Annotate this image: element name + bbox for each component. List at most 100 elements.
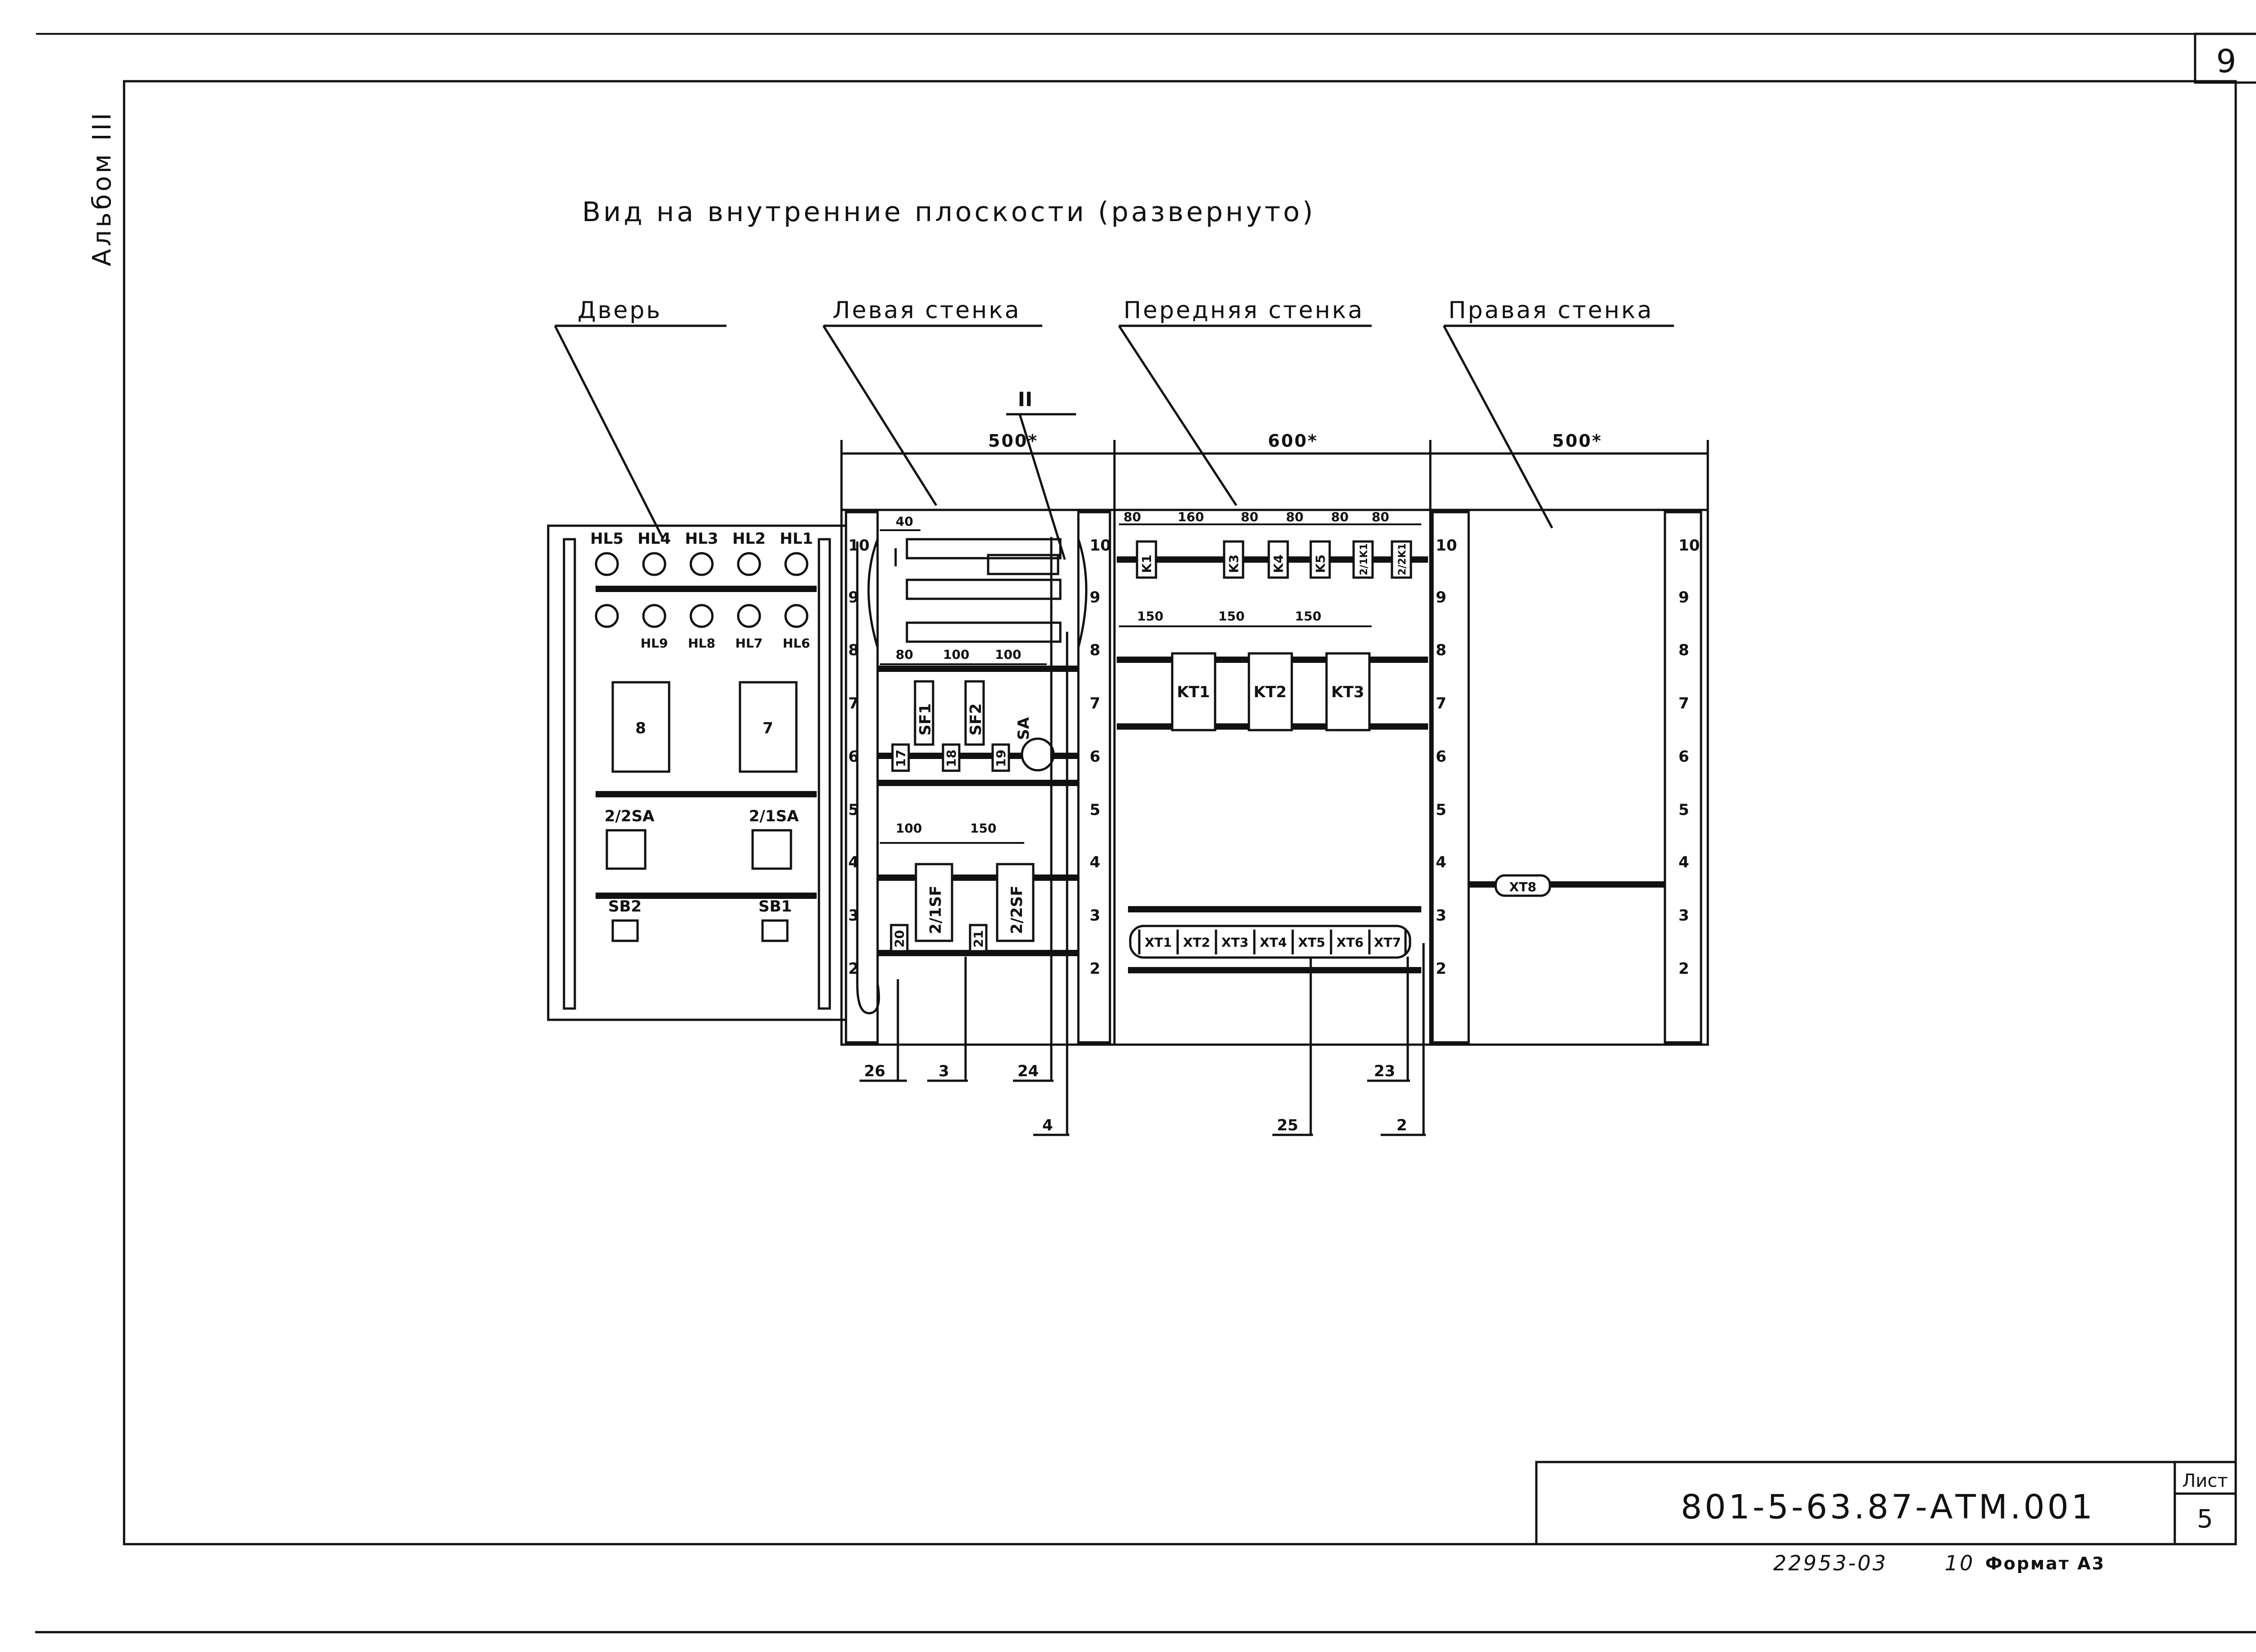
- door-block-7: [739, 681, 798, 773]
- terminal-xt1: XT1: [1145, 935, 1172, 950]
- terminal-20-label: 20: [892, 930, 907, 948]
- relay-k3: [1223, 540, 1244, 579]
- lamp-icon: [689, 552, 714, 576]
- scale-labels: 10 9 8 7 6 5 4 3 2 10 9 8 7 6 5 4 3 2 10…: [848, 537, 1700, 978]
- dim-left-row3-a: 100: [896, 821, 922, 836]
- scale-label: 2: [848, 960, 859, 978]
- timer-kt1: [1171, 652, 1216, 731]
- switch-label-2-2sa: 2/2SA: [605, 807, 655, 825]
- scale-label: 2: [1436, 960, 1447, 978]
- page-number: 9: [2216, 43, 2237, 80]
- scale-label: 5: [1090, 801, 1100, 819]
- dim-left-row2-c: 100: [995, 647, 1021, 662]
- left-wall-panel: [840, 509, 1116, 1046]
- heading-front-wall: Передняя стенка: [1123, 297, 1364, 324]
- dim-front-wall: 600*: [1268, 431, 1318, 451]
- breaker-sf2-label: SF2: [967, 703, 985, 736]
- lamp-label: HL2: [732, 530, 766, 548]
- scale-label: 8: [1678, 641, 1689, 659]
- scale-label: 4: [848, 853, 859, 871]
- timer-kt2: [1248, 652, 1293, 731]
- terminal-21-label: 21: [971, 930, 986, 948]
- scale-label: 4: [1436, 853, 1447, 871]
- dim-left-top: 40: [896, 514, 913, 529]
- terminal-18: [942, 743, 961, 772]
- timer-kt3-label: KT3: [1331, 683, 1364, 701]
- lamp-icon: [737, 604, 761, 628]
- relay-k5-label: K5: [1313, 555, 1328, 573]
- terminal-xt3: XT3: [1221, 935, 1248, 950]
- relay-2-2k1: [1391, 540, 1412, 579]
- detail-mark: II: [1018, 388, 1033, 411]
- relay-k1: [1136, 540, 1157, 579]
- terminal-xt2: XT2: [1183, 935, 1210, 950]
- scale-label: 3: [1436, 907, 1447, 925]
- callout-2: 2: [1396, 1116, 1407, 1134]
- heading-door: Дверь: [578, 297, 662, 324]
- breaker-2-1sf-label: 2/1SF: [927, 886, 945, 934]
- lamp-icon: [784, 552, 809, 576]
- dim-left-row3-b: 150: [970, 821, 996, 836]
- device-strip: [987, 554, 1059, 575]
- terminal-18-label: 18: [944, 750, 959, 767]
- scale-label: 3: [1678, 907, 1689, 925]
- device-strip: [906, 621, 1062, 643]
- door-hinge-rail-left: [563, 538, 576, 1010]
- scale-label: 10: [848, 537, 869, 555]
- relay-k4: [1267, 540, 1289, 579]
- lamp-icon: [642, 552, 666, 576]
- lamp-label: HL3: [685, 530, 718, 548]
- timer-kt2-label: KT2: [1253, 683, 1286, 701]
- scale-label: 10: [1436, 537, 1457, 555]
- door-block-8: [611, 681, 670, 773]
- breaker-2-2sf-label: 2/2SF: [1008, 886, 1026, 934]
- scale-strip: [1664, 511, 1702, 1044]
- callouts: 26 3 24 4 25 2 23: [860, 537, 1426, 1136]
- dim-left-row2-a: 80: [896, 647, 913, 662]
- scale-label: 6: [1090, 748, 1100, 766]
- terminal-xt8-label: XT8: [1509, 879, 1536, 894]
- leader-left-wall: [822, 325, 938, 506]
- terminal-xt8: [1494, 874, 1551, 897]
- terminal-xt7: XT7: [1374, 935, 1401, 950]
- sheet-label: Лист: [2182, 1471, 2228, 1491]
- scale-label: 5: [848, 801, 859, 819]
- lamp-label: HL5: [590, 530, 624, 548]
- door-lamps: [595, 552, 809, 628]
- relay-k1-label: K1: [1139, 555, 1154, 573]
- scale-label: 4: [1678, 853, 1689, 871]
- copy-number: 10: [1945, 1551, 1975, 1575]
- scale-label: 6: [848, 748, 859, 766]
- terminal-xt6: XT6: [1336, 935, 1364, 950]
- scale-label: 7: [848, 694, 859, 713]
- leader-front-wall: [1118, 325, 1238, 506]
- paper-format: Формат А3: [1985, 1554, 2105, 1573]
- scale-label: 7: [1090, 694, 1100, 713]
- device-strip: [906, 578, 1062, 600]
- scale-label: 9: [1678, 588, 1689, 606]
- terminal-20: [890, 924, 909, 953]
- scale-label: 5: [1678, 801, 1689, 819]
- relay-k4-label: K4: [1271, 555, 1286, 573]
- callout-26: 26: [864, 1062, 885, 1080]
- dim-front-mid-b: 150: [1218, 609, 1244, 624]
- door-block-8-label: 8: [635, 719, 646, 737]
- switch-sa: [1021, 737, 1055, 772]
- button-sb1: [761, 919, 789, 942]
- dim-front-top-c: 80: [1241, 509, 1258, 524]
- scale-label: 9: [848, 588, 859, 606]
- terminal-17: [891, 743, 910, 772]
- button-label-sb2: SB2: [608, 898, 642, 916]
- dim-front-top-a: 80: [1123, 509, 1141, 524]
- device-strip: [906, 538, 1062, 560]
- scale-label: 9: [1436, 588, 1447, 606]
- terminal-block-front: [1129, 925, 1411, 959]
- leader-door: [554, 325, 665, 540]
- dim-right-wall: 500*: [1552, 431, 1602, 451]
- lamp-icon: [784, 604, 809, 628]
- right-wall-panel: [1429, 509, 1709, 1046]
- door-hinge-rail-right: [818, 538, 831, 1010]
- terminal-xt5: XT5: [1298, 935, 1325, 950]
- lamp-icon: [737, 552, 761, 576]
